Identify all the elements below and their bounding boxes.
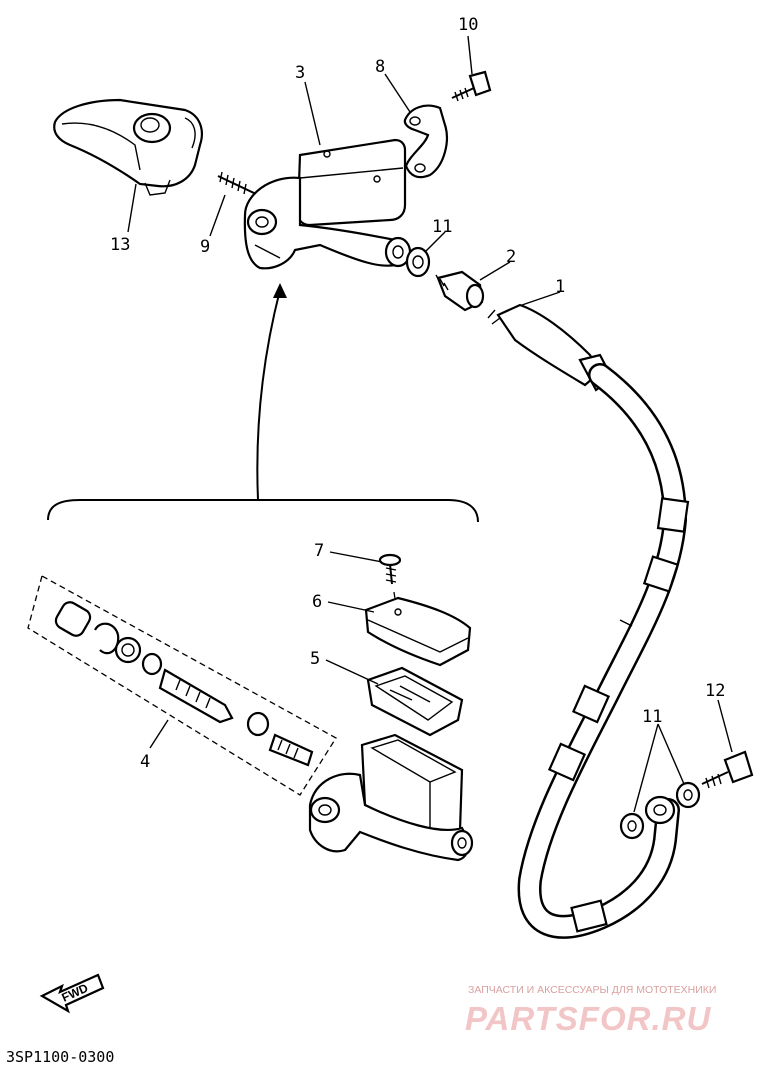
callout-13: 13 bbox=[110, 235, 130, 255]
callout-6: 6 bbox=[312, 592, 322, 612]
callout-5: 5 bbox=[310, 649, 320, 669]
piston-kit-part-4 bbox=[27, 575, 337, 796]
drawing-code: 3SP1100-0300 bbox=[6, 1048, 114, 1066]
callout-11b: 11 bbox=[642, 707, 662, 727]
callout-10: 10 bbox=[458, 15, 478, 35]
leader-lines bbox=[127, 35, 733, 813]
bolt-part-12 bbox=[701, 750, 754, 789]
callout-3: 3 bbox=[295, 63, 305, 83]
watermark-subtitle: ЗАПЧАСТИ И АКСЕССУАРЫ ДЛЯ МОТОТЕХНИКИ bbox=[468, 984, 716, 996]
callout-2: 2 bbox=[506, 247, 516, 267]
screw-part-9 bbox=[217, 171, 257, 195]
callout-8: 8 bbox=[375, 57, 385, 77]
callout-12: 12 bbox=[705, 681, 725, 701]
union-bolt-part-2 bbox=[435, 270, 485, 312]
fwd-arrow-icon: FWD bbox=[39, 973, 105, 1014]
holder-part-8 bbox=[403, 104, 448, 179]
master-cylinder-part-3 bbox=[243, 138, 412, 270]
callout-9: 9 bbox=[200, 237, 210, 257]
diaphragm-part-5 bbox=[366, 666, 464, 737]
callout-7: 7 bbox=[314, 541, 324, 561]
brake-hose-part-1 bbox=[487, 303, 690, 939]
bolt-part-10 bbox=[451, 70, 492, 102]
watermark: ЗАПЧАСТИ И АКСЕССУАРЫ ДЛЯ МОТОТЕХНИКИ PA… bbox=[465, 984, 716, 1037]
callout-labels: 1 2 3 4 5 6 7 8 9 10 11 11 12 13 bbox=[110, 15, 725, 772]
washer-part-11-upper bbox=[405, 246, 431, 278]
callout-4: 4 bbox=[140, 752, 150, 772]
master-cylinder-body-lower bbox=[308, 733, 474, 862]
callout-1: 1 bbox=[555, 277, 565, 297]
detail-pointer bbox=[47, 283, 479, 523]
watermark-brand: PARTSFOR.RU bbox=[465, 1000, 711, 1037]
lever-cover-part-13 bbox=[53, 98, 203, 196]
reservoir-cap-part-6 bbox=[364, 596, 472, 667]
washer-part-11-lower bbox=[619, 781, 701, 840]
callout-11a: 11 bbox=[432, 217, 452, 237]
